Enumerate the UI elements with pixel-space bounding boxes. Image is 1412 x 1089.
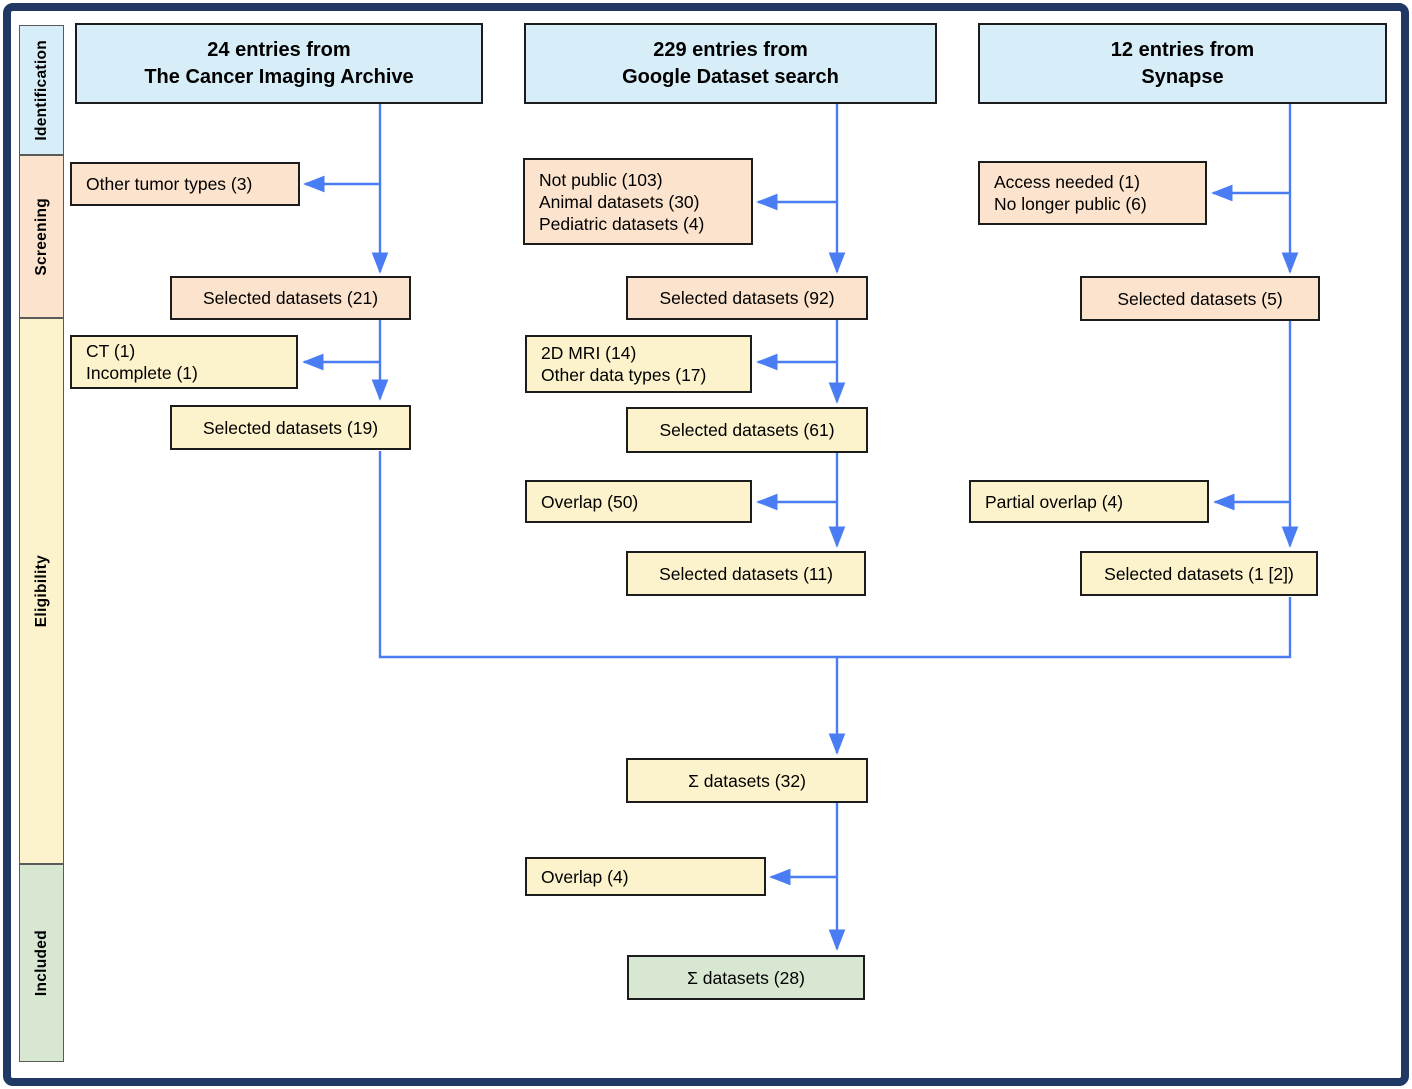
selected-label: Selected datasets (61) bbox=[659, 420, 835, 440]
excluded-line: Other tumor types (3) bbox=[86, 174, 253, 194]
phase-included-label: Included bbox=[32, 929, 50, 997]
selected-label: Selected datasets (11) bbox=[659, 563, 833, 584]
total-label: Σ datasets (28) bbox=[687, 967, 805, 988]
selected-label: Selected datasets (92) bbox=[659, 288, 835, 308]
node-syn-header-line2: Synapse bbox=[1141, 65, 1224, 88]
node-merged-total: Σ datasets (32) bbox=[626, 758, 868, 803]
phase-included: Included bbox=[19, 864, 64, 1062]
excluded-line: Animal datasets (30) bbox=[539, 191, 700, 212]
phase-identification-label: Identification bbox=[32, 39, 50, 141]
node-gds-elig-selected: Selected datasets (61) bbox=[626, 407, 868, 453]
node-syn-overlap-excluded: Partial overlap (4) bbox=[969, 480, 1209, 523]
excluded-line: Not public (103) bbox=[539, 169, 663, 190]
node-merged-overlap-excluded: Overlap (4) bbox=[525, 857, 766, 896]
excluded-line: Access needed (1) bbox=[994, 172, 1140, 192]
node-included-total: Σ datasets (28) bbox=[627, 955, 865, 1000]
selected-label: Selected datasets (1 [2]) bbox=[1104, 563, 1294, 584]
excluded-line: No longer public (6) bbox=[994, 194, 1147, 214]
node-syn-overlap-selected: Selected datasets (1 [2]) bbox=[1080, 551, 1318, 596]
node-tcia-elig-excluded: CT (1) Incomplete (1) bbox=[70, 335, 298, 389]
node-gds-elig-excluded: 2D MRI (14) Other data types (17) bbox=[525, 335, 752, 393]
node-syn-header-line1: 12 entries from bbox=[1110, 38, 1255, 61]
node-syn-screen-selected: Selected datasets (5) bbox=[1080, 276, 1320, 321]
excluded-line: Pediatric datasets (4) bbox=[539, 213, 705, 234]
phase-eligibility-label: Eligibility bbox=[32, 554, 50, 628]
merge-line bbox=[378, 451, 1292, 659]
excluded-line: Other data types (17) bbox=[541, 365, 707, 385]
node-gds-overlap-excluded: Overlap (50) bbox=[525, 480, 752, 523]
excluded-line: Partial overlap (4) bbox=[985, 491, 1124, 512]
node-tcia-screen-excluded: Other tumor types (3) bbox=[70, 162, 300, 206]
excluded-line: Overlap (50) bbox=[541, 491, 639, 512]
selected-label: Selected datasets (5) bbox=[1117, 288, 1283, 309]
node-tcia-header-line1: 24 entries from bbox=[207, 38, 351, 61]
selected-label: Selected datasets (21) bbox=[202, 288, 379, 308]
excluded-line: Overlap (4) bbox=[541, 866, 629, 887]
excluded-line: 2D MRI (14) bbox=[541, 343, 637, 363]
node-gds-overlap-selected: Selected datasets (11) bbox=[626, 551, 866, 596]
phase-eligibility: Eligibility bbox=[19, 318, 64, 864]
node-gds-header-line1: 229 entries from bbox=[653, 38, 808, 61]
node-gds-header: 229 entries from Google Dataset search bbox=[524, 23, 937, 104]
node-gds-screen-selected: Selected datasets (92) bbox=[626, 276, 868, 320]
node-syn-screen-excluded: Access needed (1) No longer public (6) bbox=[978, 161, 1207, 225]
excluded-line: Incomplete (1) bbox=[86, 363, 198, 383]
node-gds-header-line2: Google Dataset search bbox=[622, 65, 839, 88]
excluded-line: CT (1) bbox=[86, 341, 136, 361]
total-label: Σ datasets (32) bbox=[688, 770, 806, 791]
node-syn-header: 12 entries from Synapse bbox=[978, 23, 1387, 104]
phase-screening: Screening bbox=[19, 155, 64, 318]
selected-label: Selected datasets (19) bbox=[202, 417, 379, 438]
node-gds-screen-excluded: Not public (103) Animal datasets (30) Pe… bbox=[523, 158, 753, 245]
node-tcia-header-line2: The Cancer Imaging Archive bbox=[144, 65, 414, 88]
phase-screening-label: Screening bbox=[32, 197, 50, 276]
node-tcia-screen-selected: Selected datasets (21) bbox=[170, 276, 411, 320]
node-tcia-header: 24 entries from The Cancer Imaging Archi… bbox=[75, 23, 483, 104]
phase-identification: Identification bbox=[19, 25, 64, 155]
node-tcia-elig-selected: Selected datasets (19) bbox=[170, 405, 411, 450]
